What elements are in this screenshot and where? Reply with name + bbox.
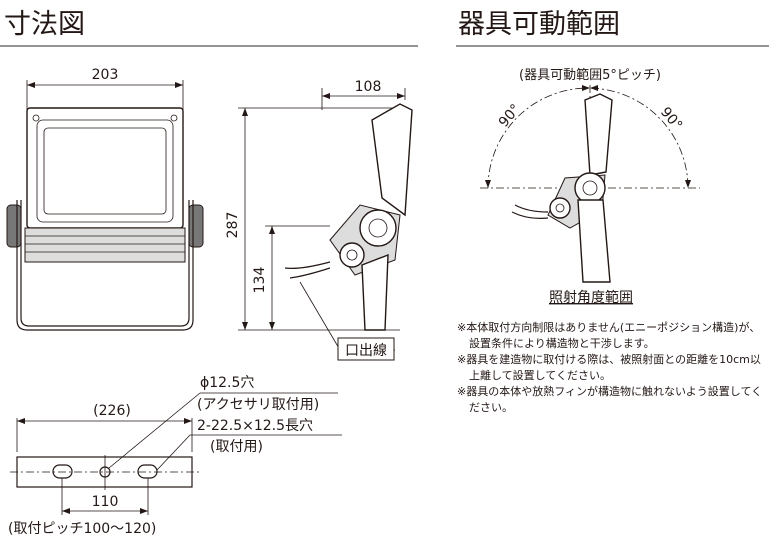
- height-dimension: 287: [225, 212, 241, 239]
- installation-notes: ※本体取付方向制限はありません(エニーポジション構造)が、設置条件により構造物と…: [457, 320, 767, 416]
- pitch-range: (取付ピッチ100～120): [8, 521, 156, 537]
- slot-label: 2-22.5×12.5長穴: [197, 418, 313, 434]
- front-view: 203: [6, 67, 204, 331]
- depth-dimension: 108: [355, 79, 382, 95]
- left-angle-label: 90°: [496, 101, 524, 130]
- range-view: (器具可動範囲5°ピッチ) 90° 90° 照射角度範囲: [480, 68, 700, 306]
- width-dimension: 203: [92, 67, 119, 83]
- note-item: ※器具を建造物に取付ける際は、被照射面との距離を10cm以上離して設置してくださ…: [457, 353, 761, 382]
- slot-purpose: (取付用): [210, 439, 263, 455]
- right-angle-label: 90°: [657, 104, 685, 133]
- side-view: 108 287 134 口出線: [225, 79, 413, 361]
- base-plate-view: (226) 110 (取付ピッチ100～120) ϕ12.5穴 (アクセサリ取付…: [8, 375, 342, 537]
- beam-range-title: 照射角度範囲: [549, 289, 633, 306]
- dimensions-heading: 寸法図: [4, 9, 85, 40]
- hole-purpose: (アクセサリ取付用): [197, 397, 319, 413]
- pitch-dimension: 110: [92, 494, 119, 510]
- range-heading: 器具可動範囲: [458, 9, 620, 40]
- note-item: ※器具の本体や放熱フィンが構造物に触れないよう設置してください。: [457, 385, 763, 414]
- hole-label: ϕ12.5穴: [200, 375, 254, 391]
- note-item: ※本体取付方向制限はありません(エニーポジション構造)が、設置条件により構造物と…: [457, 321, 761, 350]
- mount-height-dimension: 134: [252, 267, 268, 294]
- base-width-dimension: (226): [93, 403, 131, 419]
- range-caption: (器具可動範囲5°ピッチ): [519, 68, 661, 83]
- cable-label: 口出線: [345, 343, 387, 359]
